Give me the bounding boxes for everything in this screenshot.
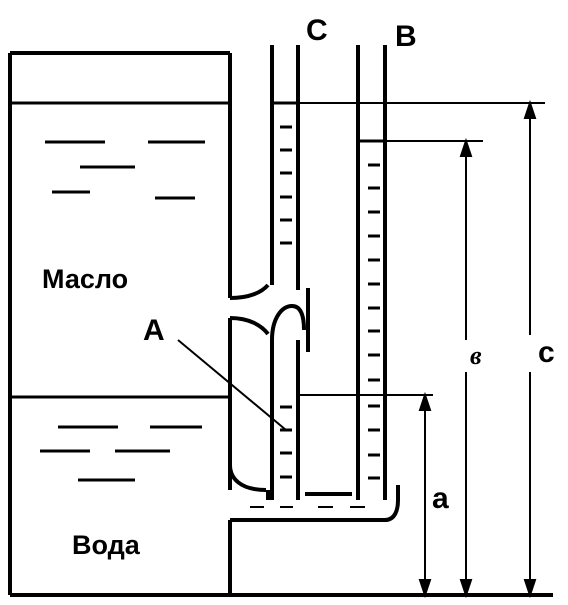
tube-b-ticks bbox=[368, 163, 380, 480]
oil-label: Масло bbox=[42, 264, 128, 294]
lower-tap bbox=[228, 464, 400, 522]
tube-c-ticks bbox=[280, 125, 292, 479]
tube-c bbox=[270, 45, 300, 500]
dimension-c-label: c bbox=[538, 336, 555, 369]
dimension-a bbox=[418, 391, 432, 599]
tube-b-label: B bbox=[395, 20, 417, 53]
upper-tap bbox=[229, 283, 310, 352]
dimension-c bbox=[523, 99, 537, 599]
tube-c-label: C bbox=[306, 14, 328, 47]
tank bbox=[8, 51, 553, 597]
dimension-b bbox=[459, 137, 473, 599]
reference-lines bbox=[298, 102, 545, 396]
point-a-leader bbox=[177, 339, 287, 431]
tube-b bbox=[356, 45, 387, 500]
water-label: Вода bbox=[72, 530, 141, 560]
dimension-b-label: в bbox=[470, 341, 482, 370]
water-hatching bbox=[40, 425, 202, 482]
oil-hatching bbox=[45, 140, 205, 200]
point-a-label: A bbox=[143, 314, 165, 347]
dimension-a-label: a bbox=[432, 482, 449, 515]
